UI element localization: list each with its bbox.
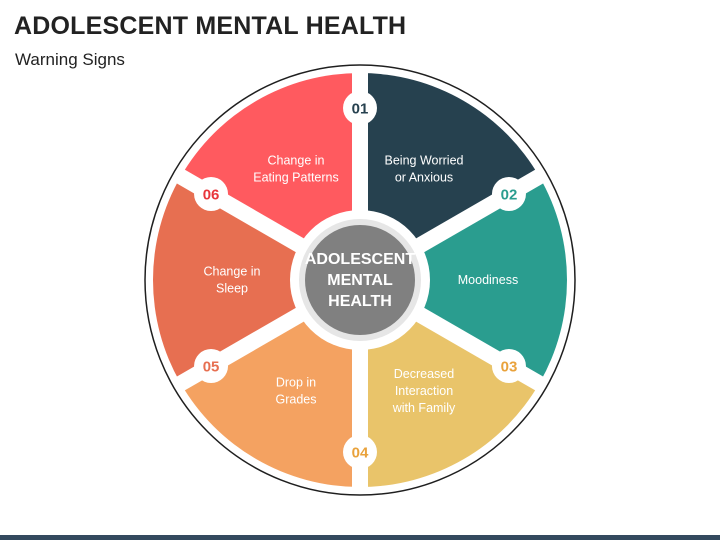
page-title: ADOLESCENT MENTAL HEALTH xyxy=(14,12,407,40)
segment-02 xyxy=(360,176,567,384)
number-badge-04 xyxy=(343,435,377,469)
number-badge-text-02: 02 xyxy=(501,187,518,204)
segment-label-02: Moodiness xyxy=(458,273,518,287)
bottom-accent-bar xyxy=(0,535,720,540)
segment-05 xyxy=(153,176,360,384)
number-badge-05 xyxy=(194,349,229,383)
outer-ring xyxy=(144,64,576,496)
page-subtitle: Warning Signs xyxy=(15,50,125,69)
number-badge-06 xyxy=(194,177,229,211)
number-badge-text-03: 03 xyxy=(501,359,518,376)
number-badge-03 xyxy=(491,349,526,383)
number-badge-text-04: 04 xyxy=(352,445,369,462)
number-badge-text-05: 05 xyxy=(203,359,220,376)
number-badge-text-06: 06 xyxy=(203,187,220,204)
number-badge-01 xyxy=(343,91,377,125)
center-hub xyxy=(305,225,415,335)
number-badge-text-01: 01 xyxy=(352,101,369,118)
number-badge-02 xyxy=(491,177,526,211)
